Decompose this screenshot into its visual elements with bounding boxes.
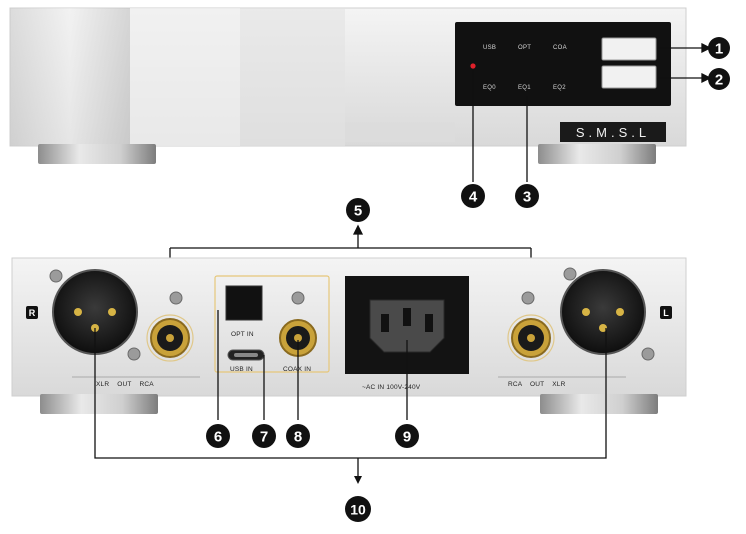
coax-input[interactable] bbox=[279, 319, 317, 357]
power-led bbox=[470, 63, 476, 69]
svg-text:9: 9 bbox=[403, 429, 411, 446]
callout-9: 9 bbox=[395, 424, 419, 448]
input-label-usb: USB bbox=[483, 45, 496, 51]
coax-input-label: COAX IN bbox=[283, 366, 311, 373]
callout-1: 1 bbox=[708, 37, 730, 59]
svg-text:5: 5 bbox=[354, 203, 362, 220]
callout-10: 10 bbox=[345, 496, 371, 522]
front-foot-right bbox=[538, 144, 656, 164]
callout-5: 5 bbox=[346, 198, 370, 222]
callout-10-arrow bbox=[354, 476, 362, 484]
channel-badge-right bbox=[26, 306, 38, 319]
svg-text:3: 3 bbox=[523, 189, 531, 206]
callout-3: 3 bbox=[515, 184, 539, 208]
svg-text:4: 4 bbox=[469, 189, 478, 206]
callout-6: 6 bbox=[206, 424, 230, 448]
input-group-frame bbox=[214, 275, 330, 373]
front-button-2[interactable] bbox=[601, 65, 657, 89]
optical-input[interactable] bbox=[225, 285, 263, 321]
svg-text:7: 7 bbox=[260, 429, 268, 446]
brand-logo: S.M.S.L bbox=[576, 125, 650, 140]
svg-text:6: 6 bbox=[214, 429, 222, 446]
eq-label-2: EQ2 bbox=[553, 85, 566, 91]
svg-text:8: 8 bbox=[294, 429, 302, 446]
input-label-opt: OPT bbox=[518, 45, 531, 51]
rear-screws bbox=[49, 267, 655, 361]
svg-text:1: 1 bbox=[715, 41, 723, 58]
optical-input-label: OPT IN bbox=[231, 331, 254, 338]
callout-2: 2 bbox=[708, 68, 730, 90]
front-callouts bbox=[472, 42, 712, 182]
eq-label-1: EQ1 bbox=[518, 85, 531, 91]
rear-foot-right bbox=[540, 394, 658, 414]
eq-label-0: EQ0 bbox=[483, 85, 496, 91]
rca-out-right[interactable] bbox=[146, 314, 194, 362]
callout-4: 4 bbox=[461, 184, 485, 208]
svg-text:10: 10 bbox=[350, 502, 366, 518]
front-foot-left bbox=[38, 144, 156, 164]
output-label-right: XLR OUT RCA bbox=[96, 381, 154, 388]
front-button-1[interactable] bbox=[601, 37, 657, 61]
xlr-out-left[interactable] bbox=[560, 269, 646, 355]
input-label-coa: COA bbox=[553, 45, 567, 51]
front-panel: USB OPT COA EQ0 EQ1 EQ2 S.M.S.L bbox=[9, 7, 687, 164]
svg-text:L: L bbox=[663, 308, 669, 318]
output-label-left: RCA OUT XLR bbox=[508, 381, 566, 388]
usb-input-label: USB IN bbox=[230, 366, 253, 373]
front-display bbox=[455, 22, 671, 106]
svg-text:R: R bbox=[29, 308, 36, 318]
callout-7: 7 bbox=[252, 424, 276, 448]
callout-8: 8 bbox=[286, 424, 310, 448]
svg-text:2: 2 bbox=[715, 72, 723, 89]
rear-callouts bbox=[94, 310, 607, 476]
channel-badge-left bbox=[660, 306, 672, 319]
brand-plate bbox=[560, 122, 666, 142]
rear-foot-left bbox=[40, 394, 158, 414]
ac-input-label: ~AC IN 100V-240V bbox=[362, 384, 421, 391]
rca-out-left[interactable] bbox=[507, 314, 555, 362]
rear-panel: R L bbox=[11, 257, 687, 414]
